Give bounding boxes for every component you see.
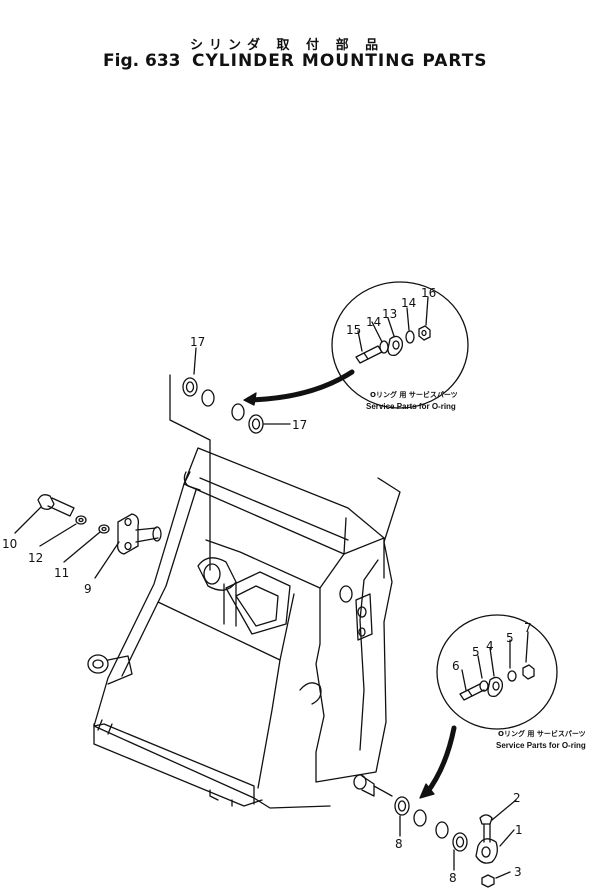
callout-16: 16 [421, 286, 436, 300]
upper-seal-group [182, 377, 264, 434]
top-inset-note-jp: Oリング 用 サービスパーツ [370, 390, 458, 399]
lower-seal-group [394, 796, 498, 888]
callout-12: 12 [28, 551, 43, 565]
cylinder-bracket-body [87, 447, 401, 809]
callout-8-lower: 8 [449, 871, 457, 885]
callout-9: 9 [84, 582, 92, 596]
figure-title: CYLINDER MOUNTING PARTS [192, 51, 488, 71]
callout-10: 10 [2, 537, 17, 551]
callout-6: 6 [452, 659, 460, 673]
left-parts-group [37, 494, 162, 555]
figure-number: Fig. 633 [103, 51, 181, 71]
bottom-inset-circle [436, 614, 558, 730]
callout-5a: 5 [472, 645, 480, 659]
bottom-inset-note-en: Service Parts for O-ring [496, 741, 586, 750]
callout-13: 13 [382, 307, 397, 321]
callout-7: 7 [524, 621, 532, 635]
callout-2: 2 [513, 791, 521, 805]
callout-17-upper: 17 [190, 335, 205, 349]
callout-14a: 14 [366, 315, 381, 329]
bottom-inset-parts [459, 664, 535, 701]
bottom-inset-note-jp: Oリング 用 サービスパーツ [498, 729, 586, 738]
callout-5b: 5 [506, 631, 514, 645]
callout-3: 3 [514, 865, 522, 879]
header: シリンダ 取 付 部 品 Fig. 633 CYLINDER MOUNTING … [0, 0, 605, 80]
callout-14b: 14 [401, 296, 416, 310]
callout-4: 4 [486, 639, 494, 653]
title-japanese: シリンダ 取 付 部 品 [190, 38, 385, 53]
callout-1: 1 [515, 823, 523, 837]
top-inset-note-en: Service Parts for O-ring [366, 402, 456, 411]
callout-15: 15 [346, 323, 361, 337]
callout-11: 11 [54, 566, 69, 580]
callout-8-upper: 8 [395, 837, 403, 851]
top-inset-parts [355, 325, 431, 364]
callout-17-lower: 17 [292, 418, 307, 432]
top-inset-circle [331, 281, 469, 409]
